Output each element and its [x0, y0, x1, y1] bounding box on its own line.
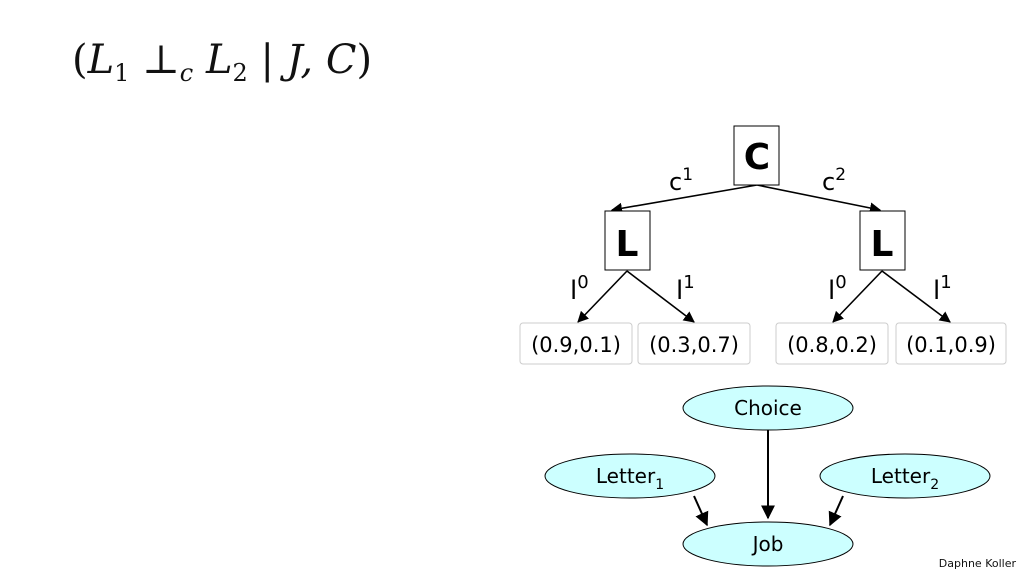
- formula-bar: |: [247, 37, 287, 83]
- formula-given: J, C: [286, 37, 357, 83]
- node-job-label: Job: [751, 532, 784, 556]
- right-branch-label-l0: l0: [828, 272, 847, 306]
- node-job: [682, 521, 854, 567]
- edge-c-to-left-l: [610, 184, 758, 214]
- edge-c-to-right-l: [756, 184, 882, 214]
- edge-letter1-to-job: [693, 495, 709, 527]
- branch-label-c1: c1: [669, 165, 693, 196]
- leaf-box-3: [775, 322, 889, 365]
- right-branch-label-l1: l1: [933, 272, 952, 306]
- independence-formula: (L1 ⊥c L2 | J, C): [72, 40, 372, 85]
- leaf-box-1: [519, 322, 633, 365]
- node-choice-label: Choice: [734, 396, 802, 420]
- edge-letter2-to-job: [828, 495, 844, 527]
- left-l-node-label: L: [616, 224, 639, 265]
- edge-right-l-to-leaf4: [881, 270, 951, 323]
- author-credit: Daphne Koller: [938, 557, 1016, 570]
- formula-l1: L: [87, 37, 115, 83]
- formula-open-paren: (: [72, 37, 88, 83]
- leaf-box-4: [895, 322, 1007, 365]
- edge-left-l-to-leaf1: [577, 270, 628, 323]
- node-choice: [682, 385, 854, 431]
- right-l-node: [859, 210, 906, 271]
- leaf-box-2: [637, 322, 751, 365]
- formula-close-paren: ): [356, 37, 373, 83]
- leaf-value-2: (0.3,0.7): [649, 333, 739, 357]
- node-letter2-label: Letter2: [871, 464, 939, 493]
- formula-perp-sub: c: [179, 59, 194, 87]
- left-l-node: [604, 210, 651, 271]
- left-branch-label-l1: l1: [676, 272, 695, 306]
- leaf-value-1: (0.9,0.1): [531, 333, 621, 357]
- edge-left-l-to-leaf2: [626, 270, 695, 323]
- leaf-value-4: (0.1,0.9): [906, 333, 996, 357]
- left-branch-label-l0: l0: [570, 272, 589, 306]
- node-letter1-label: Letter1: [596, 464, 664, 493]
- formula-perp: ⊥: [129, 37, 180, 83]
- node-letter1: [544, 453, 716, 499]
- right-l-node-label: L: [871, 224, 894, 265]
- formula-l2: L: [193, 37, 233, 83]
- formula-l1-sub: 1: [114, 59, 130, 87]
- edge-right-l-to-leaf3: [832, 270, 883, 323]
- formula-l2-sub: 2: [232, 59, 248, 87]
- root-node-label: C: [744, 137, 770, 178]
- leaf-value-3: (0.8,0.2): [787, 333, 877, 357]
- branch-label-c2: c2: [822, 165, 846, 196]
- root-node-c: [733, 125, 780, 186]
- node-letter2: [819, 453, 991, 499]
